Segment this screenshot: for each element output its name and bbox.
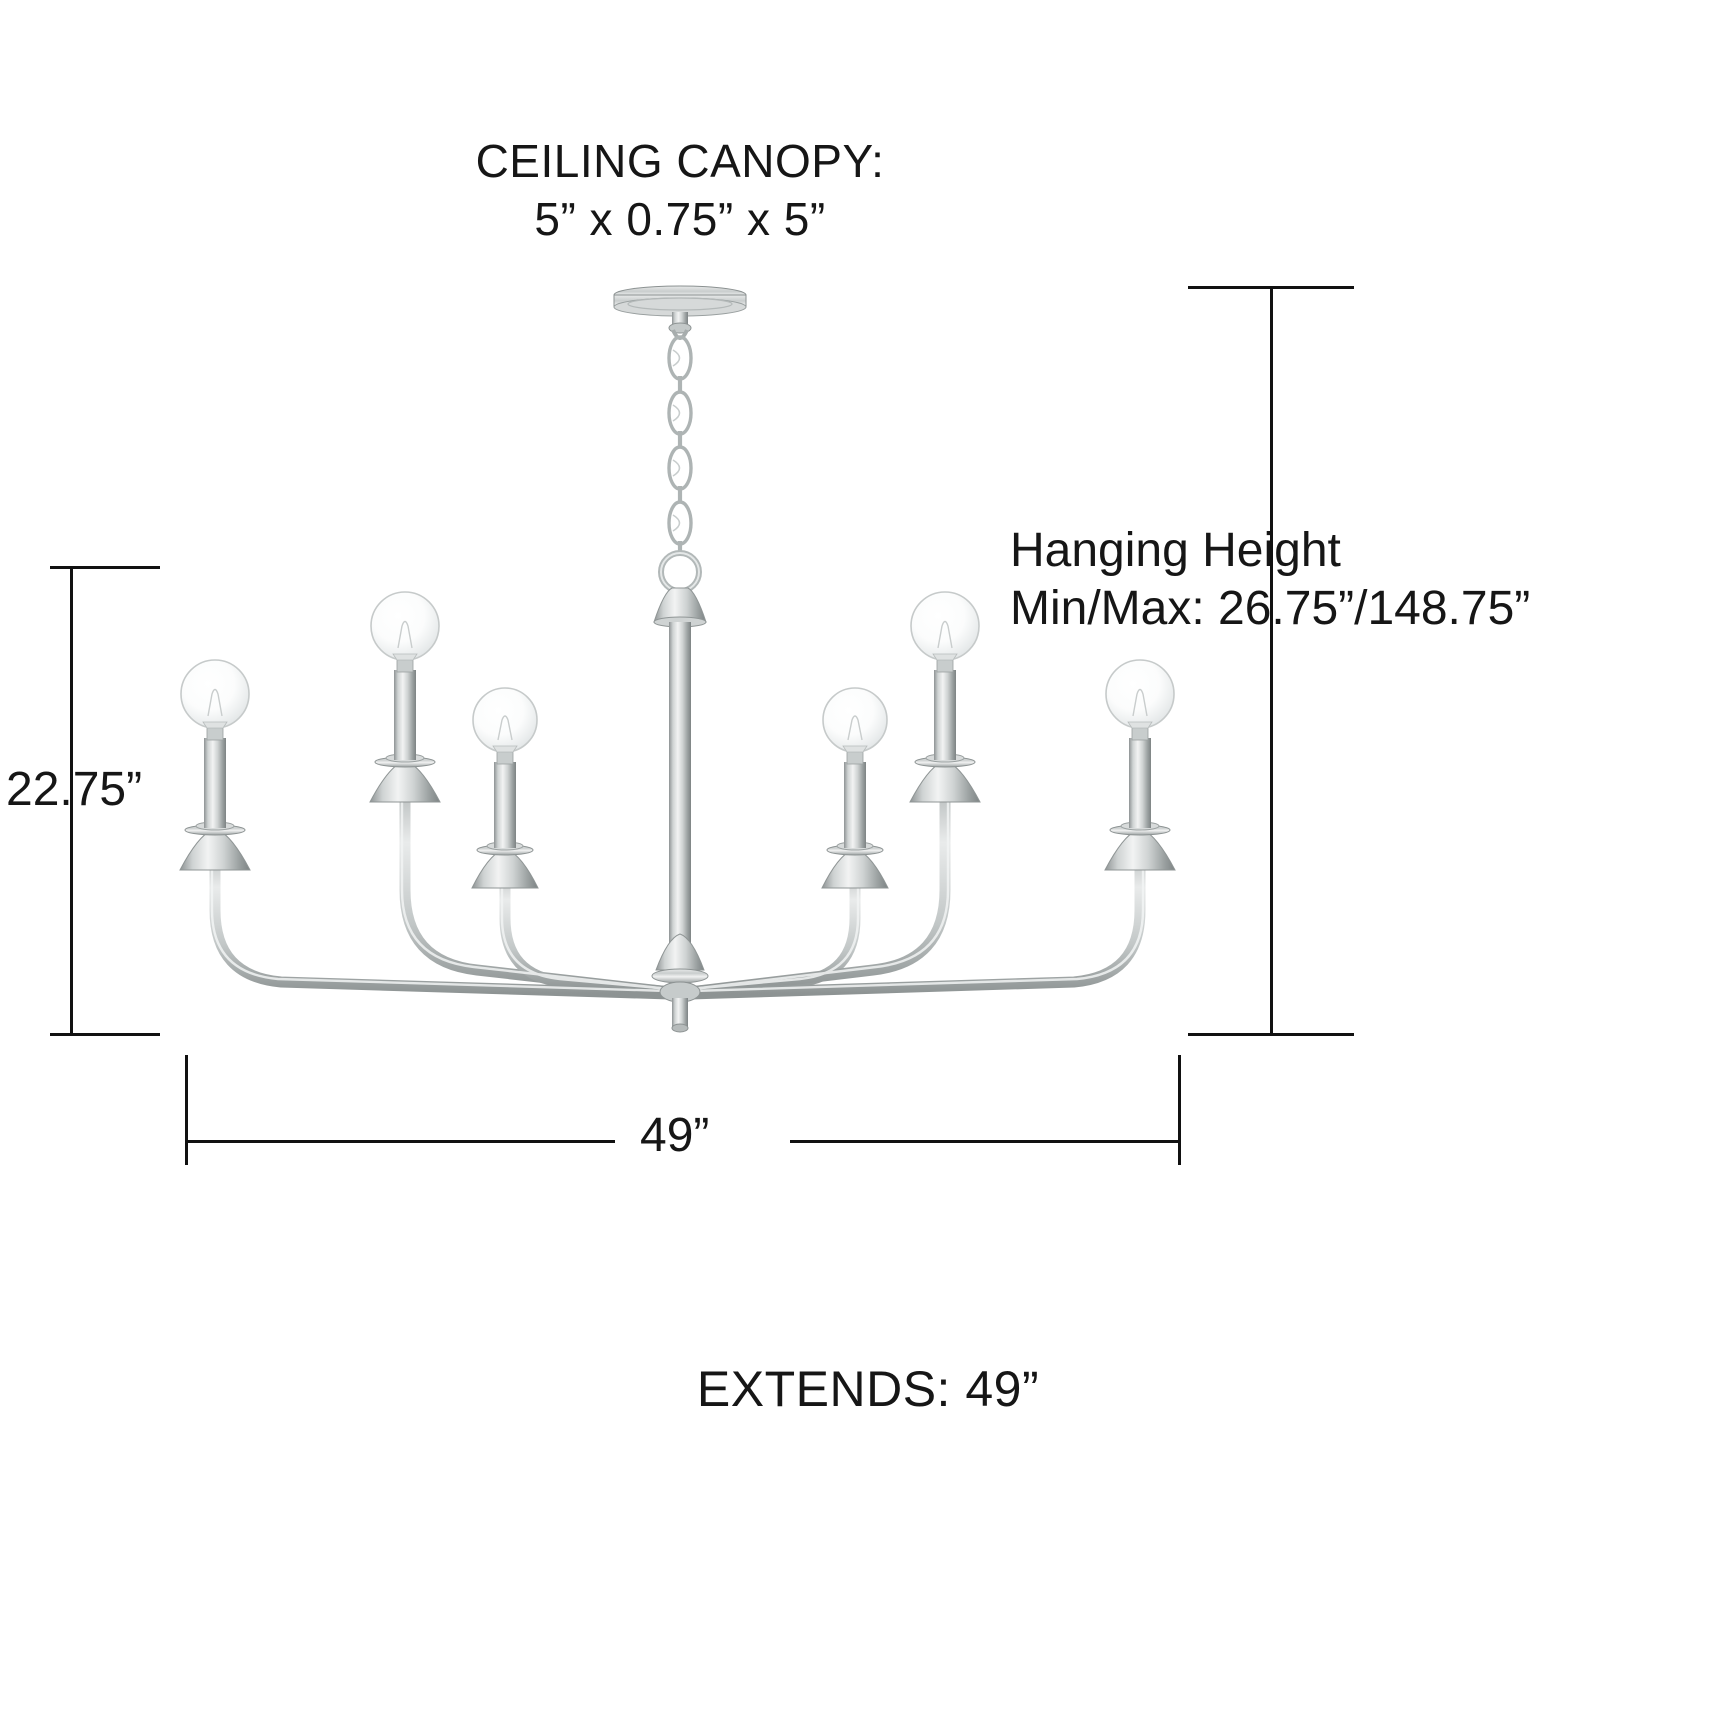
center-hub [651, 933, 709, 1033]
hanging-height-tick-bottom [1188, 1033, 1354, 1036]
width-dimension-label: 49” [640, 1109, 710, 1162]
width-tick-right [1178, 1055, 1181, 1165]
width-dimension-line-left [185, 1140, 615, 1143]
ceiling-canopy-part [613, 285, 747, 340]
width-dimension-line-right [790, 1140, 1180, 1143]
light-4 [821, 687, 889, 889]
arm-1 [209, 824, 676, 1000]
arm-5 [684, 756, 951, 998]
hanging-height-dimension-line [1270, 286, 1273, 1036]
light-2 [369, 591, 441, 803]
ceiling-canopy-dimensions: 5” x 0.75” x 5” [534, 193, 826, 245]
width-tick-left [185, 1055, 188, 1165]
ceiling-canopy-callout: CEILING CANOPY: 5” x 0.75” x 5” [0, 132, 1360, 248]
chain [667, 335, 693, 552]
chandelier-illustration [179, 285, 1176, 1033]
height-dimension-label: 22.75” [6, 763, 143, 816]
stem-finial [653, 550, 707, 628]
ceiling-canopy-title: CEILING CANOPY: [475, 135, 885, 187]
hanging-height-tick-top [1188, 286, 1354, 289]
light-1 [179, 659, 251, 871]
light-6 [1104, 659, 1176, 871]
hanging-height-title: Hanging Height [1010, 524, 1341, 577]
arm-2 [399, 756, 676, 998]
extends-label: EXTENDS: 49” [696, 1361, 1040, 1417]
center-stem [669, 622, 691, 978]
height-tick-bottom [50, 1033, 160, 1036]
height-dimension-line [70, 566, 73, 1036]
light-3 [471, 687, 539, 889]
light-5 [909, 591, 981, 803]
arm-highlights [210, 760, 1145, 993]
height-tick-top [50, 566, 160, 569]
arm-6 [684, 824, 1146, 1000]
